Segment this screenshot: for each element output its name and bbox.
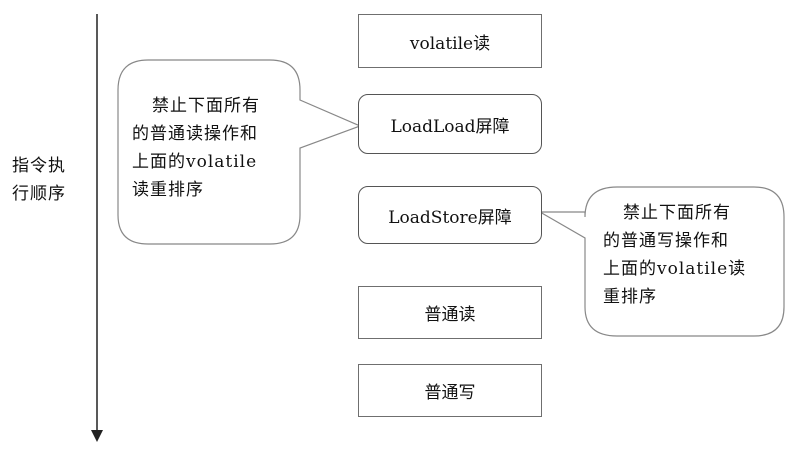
- right-callout-text: 禁止下面所有 的普通写操作和 上面的volatile读 重排序: [603, 199, 746, 311]
- loadstore-barrier-node: LoadStore屏障: [358, 186, 542, 244]
- execution-order-label-line-1: 指令执: [12, 156, 66, 176]
- loadload-barrier-node: LoadLoad屏障: [358, 94, 542, 154]
- execution-order-label-line-2: 行顺序: [12, 184, 66, 204]
- normal-write-node: 普通写: [358, 364, 542, 417]
- left-callout-line-4: 读重排序: [132, 180, 204, 200]
- left-callout-bubble: [117, 59, 362, 245]
- left-callout-line-1: 禁止下面所有: [152, 96, 260, 116]
- right-callout-line-4: 重排序: [603, 287, 657, 307]
- right-callout-line-3: 上面的volatile读: [603, 259, 747, 279]
- execution-order-label: 指令执 行顺序: [12, 152, 88, 208]
- left-callout-text: 禁止下面所有 的普通读操作和 上面的volatile 读重排序: [132, 92, 260, 204]
- right-callout-line-1: 禁止下面所有: [623, 203, 731, 223]
- left-callout-line-3: 上面的volatile: [132, 152, 258, 172]
- right-callout-bubble: [537, 186, 785, 337]
- execution-order-arrowhead: [91, 430, 103, 442]
- volatile-read-node: volatile读: [358, 14, 542, 68]
- left-callout-line-2: 的普通读操作和: [132, 124, 258, 144]
- right-callout-line-2: 的普通写操作和: [603, 231, 729, 251]
- normal-read-node: 普通读: [358, 286, 542, 339]
